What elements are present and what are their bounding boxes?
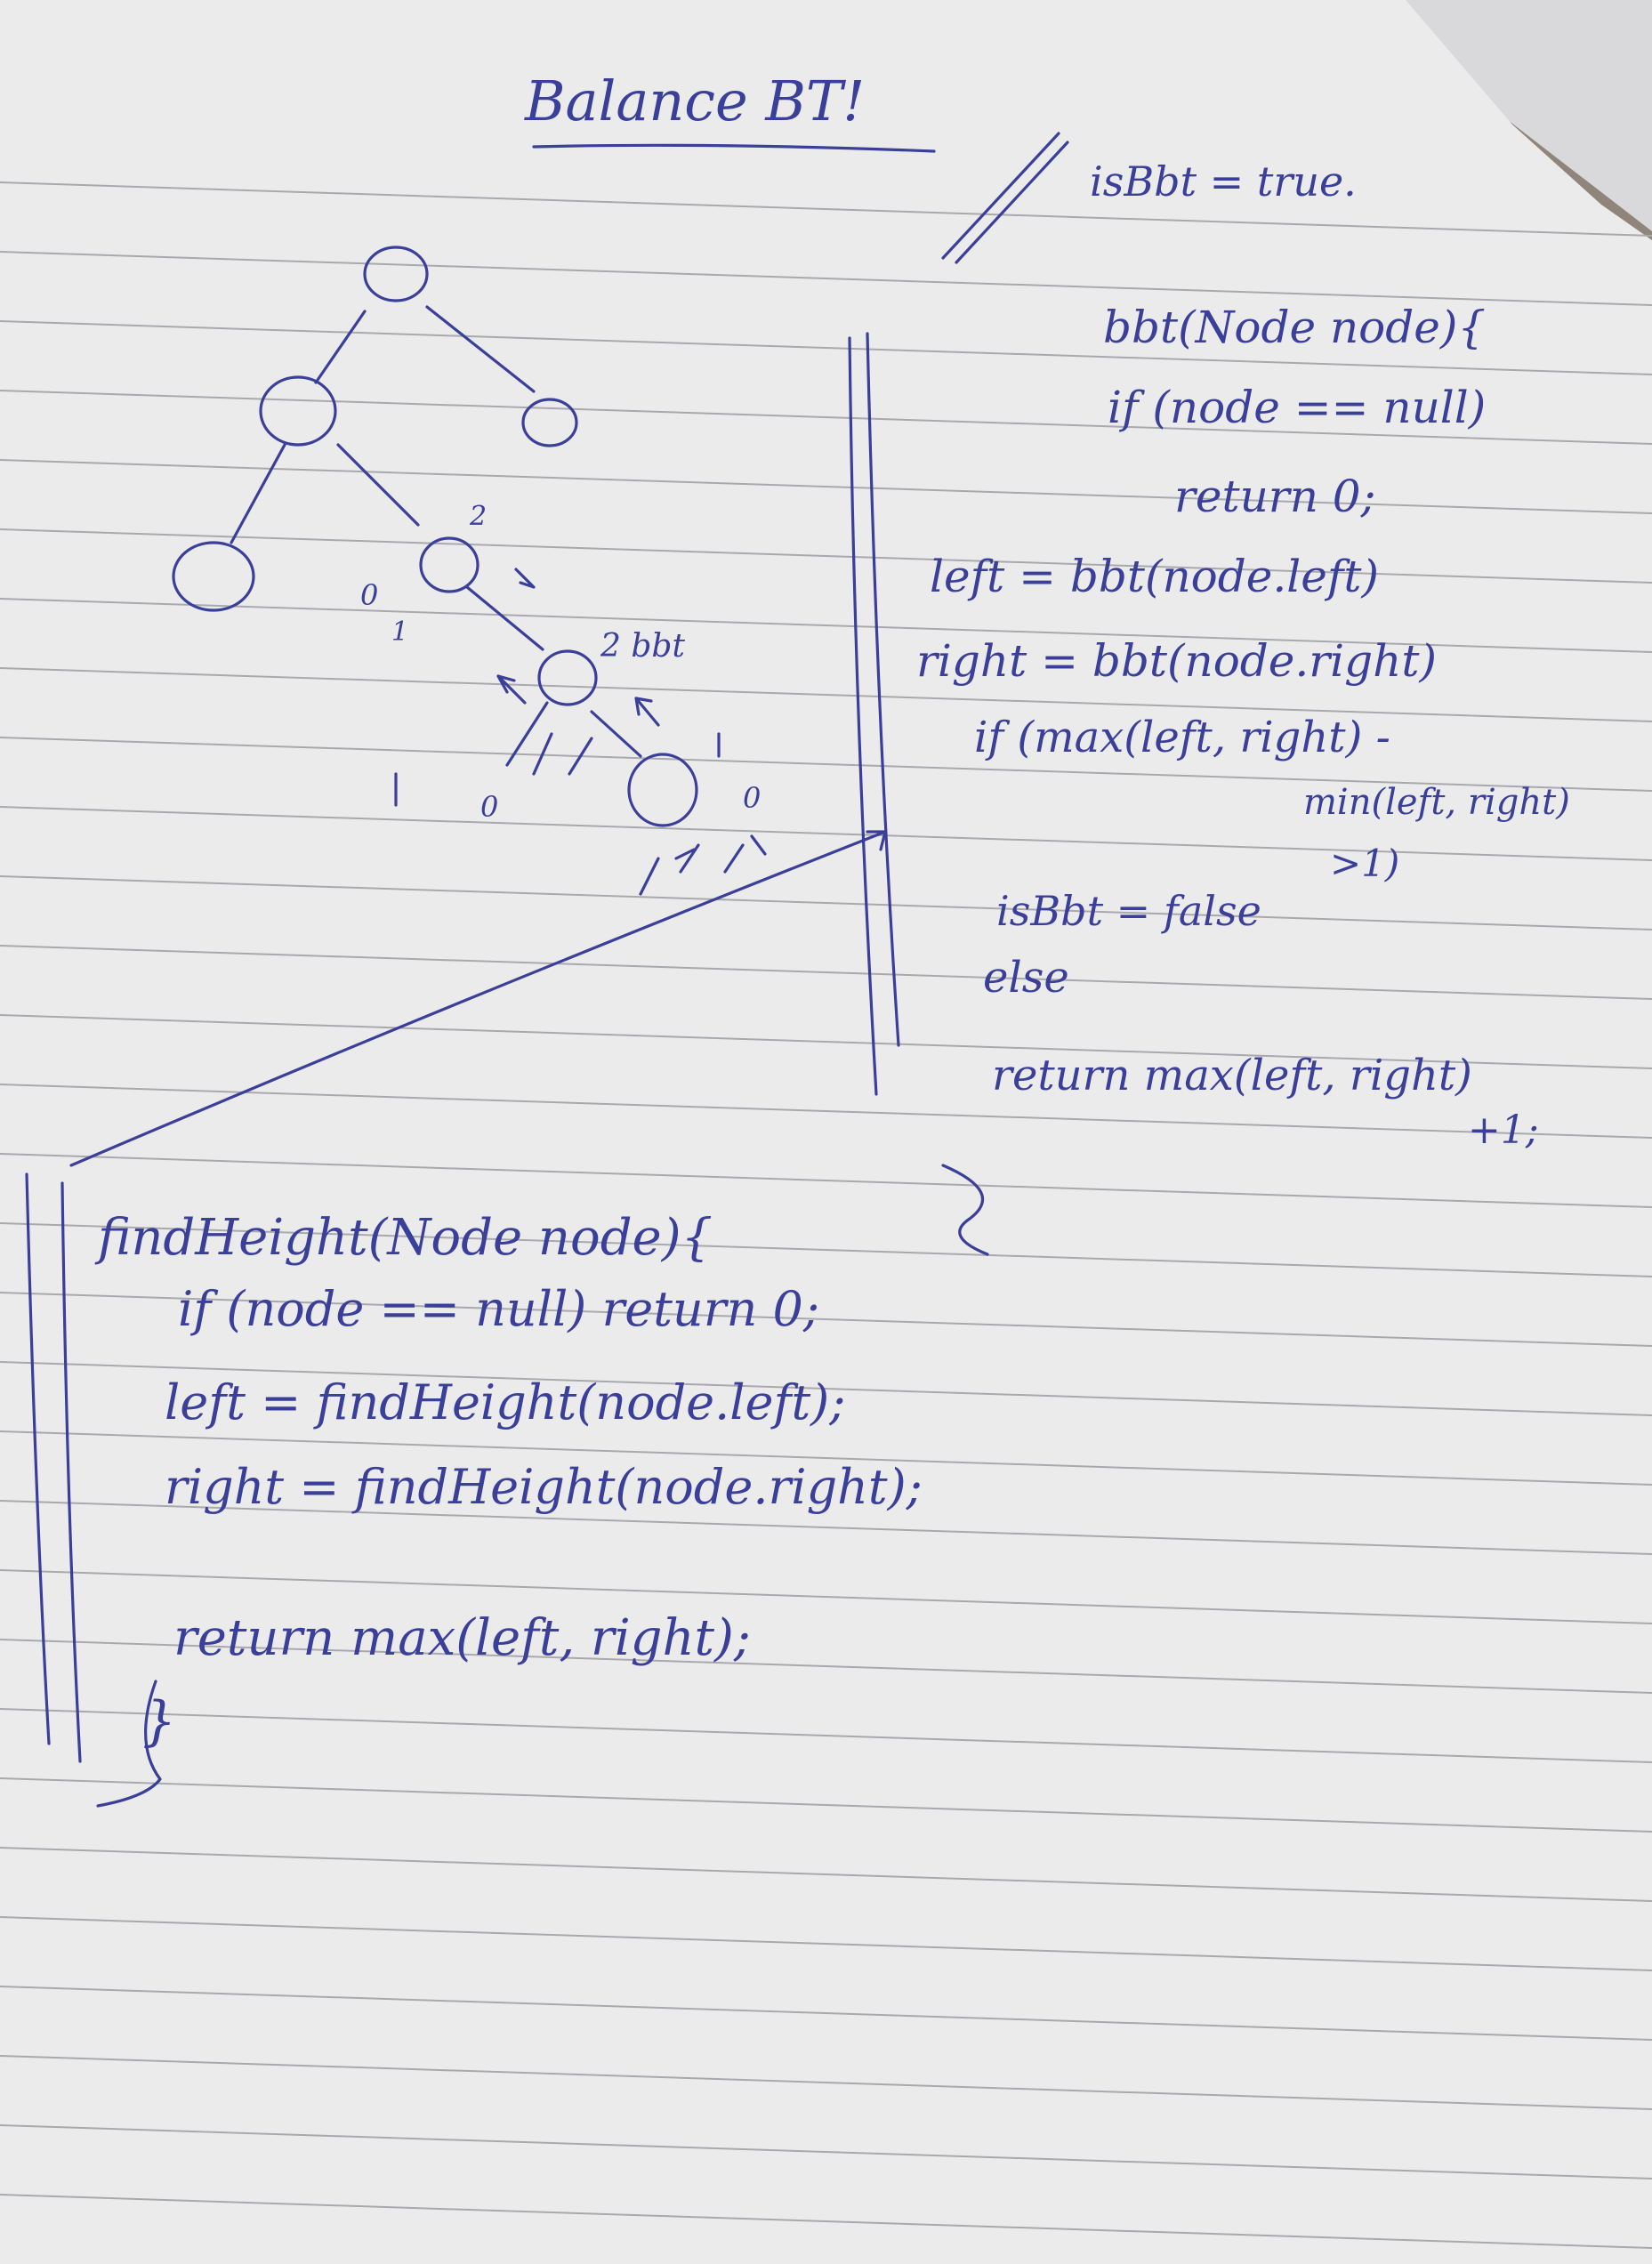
title-text: Balance BT! — [524, 68, 865, 133]
rule-line — [0, 1361, 1652, 1416]
tree-node-deepest — [627, 753, 698, 827]
rule-line — [0, 1153, 1652, 1208]
rule-line — [0, 320, 1652, 375]
bbt-line-8: >1) — [1330, 842, 1399, 885]
tree-node-deep — [537, 649, 598, 706]
ruled-lines — [0, 181, 1652, 2249]
rule-line — [0, 1430, 1652, 1486]
label-zero-bottom: 0 — [480, 790, 498, 824]
rule-line — [0, 737, 1652, 792]
rule-line — [0, 1222, 1652, 1277]
label-zero-left: 0 — [360, 578, 378, 612]
bbt-line-6: if (max(left, right) - — [974, 713, 1390, 762]
divider-bar-inner — [866, 332, 900, 1047]
closing-brace-top — [941, 1164, 989, 1256]
rule-line — [0, 459, 1652, 514]
divider-bar-outer — [848, 336, 878, 1096]
title-underline — [532, 143, 936, 153]
bbt-line-9: isBbt = false — [996, 887, 1261, 935]
closing-brace-bottom — [96, 1680, 162, 1808]
rule-line — [0, 1986, 1652, 2041]
tree-node-left-right — [419, 536, 479, 593]
rule-line — [0, 1569, 1652, 1624]
label-height-bbt: 2 bbt — [600, 628, 685, 665]
rule-line — [0, 1639, 1652, 1694]
left-bar-outer — [25, 1172, 51, 1745]
bbt-line-1: bbt(Node node){ — [1103, 302, 1486, 353]
bbt-line-10: else — [983, 953, 1069, 1003]
binary-tree-diagram: 2 0 1 2 bbt 0 0 — [172, 246, 767, 896]
rule-line — [0, 1014, 1652, 1069]
bbt-line-7: min(left, right) — [1303, 782, 1570, 823]
top-note-text: isBbt = true. — [1090, 157, 1357, 205]
label-zero-right: 0 — [743, 781, 761, 815]
fh-line-6: } — [142, 1690, 176, 1752]
fh-line-5: return max(left, right); — [173, 1609, 751, 1667]
bbt-function-block: bbt(Node node){ if (node == null) return… — [916, 302, 1570, 1153]
rule-line — [0, 2194, 1652, 2249]
connector-arrow — [69, 830, 887, 1167]
rule-line — [0, 806, 1652, 861]
rule-line — [0, 1084, 1652, 1139]
bbt-line-12: +1; — [1468, 1108, 1539, 1153]
rule-line — [0, 390, 1652, 445]
rule-line — [0, 667, 1652, 722]
rule-line — [0, 875, 1652, 931]
rule-line — [0, 1777, 1652, 1833]
rule-line — [0, 181, 1652, 237]
bbt-line-5: right = bbt(node.right) — [916, 635, 1437, 687]
tree-node-root — [363, 246, 429, 302]
bbt-line-11: return max(left, right) — [992, 1051, 1472, 1100]
rule-line — [0, 1847, 1652, 1902]
left-bar-inner — [60, 1181, 82, 1763]
bbt-line-2: if (node == null) — [1108, 382, 1486, 433]
fh-line-1: findHeight(Node node){ — [94, 1209, 713, 1267]
label-one: 1 — [391, 616, 408, 648]
rule-line — [0, 1500, 1652, 1555]
rule-line — [0, 2124, 1652, 2179]
tree-node-right — [521, 398, 578, 447]
find-height-function-block: findHeight(Node node){ if (node == null)… — [94, 1164, 989, 1808]
rule-line — [0, 2055, 1652, 2110]
label-height-2: 2 — [469, 501, 487, 532]
fh-line-2: if (node == null) return 0; — [178, 1281, 819, 1337]
bbt-line-4: left = bbt(node.left) — [930, 551, 1379, 602]
rule-line — [0, 598, 1652, 653]
fh-line-4: right = findHeight(node.right); — [165, 1459, 923, 1515]
rule-line — [0, 251, 1652, 306]
rule-line — [0, 1708, 1652, 1763]
tree-node-left-left — [172, 541, 255, 612]
rule-line — [0, 1292, 1652, 1347]
double-slash-mark — [941, 132, 1069, 264]
rule-line — [0, 528, 1652, 584]
fh-line-3: left = findHeight(node.left); — [165, 1374, 845, 1430]
tree-node-left — [259, 375, 337, 447]
rule-line — [0, 1916, 1652, 1971]
bbt-line-3: return 0; — [1174, 471, 1375, 522]
rule-line — [0, 945, 1652, 1000]
